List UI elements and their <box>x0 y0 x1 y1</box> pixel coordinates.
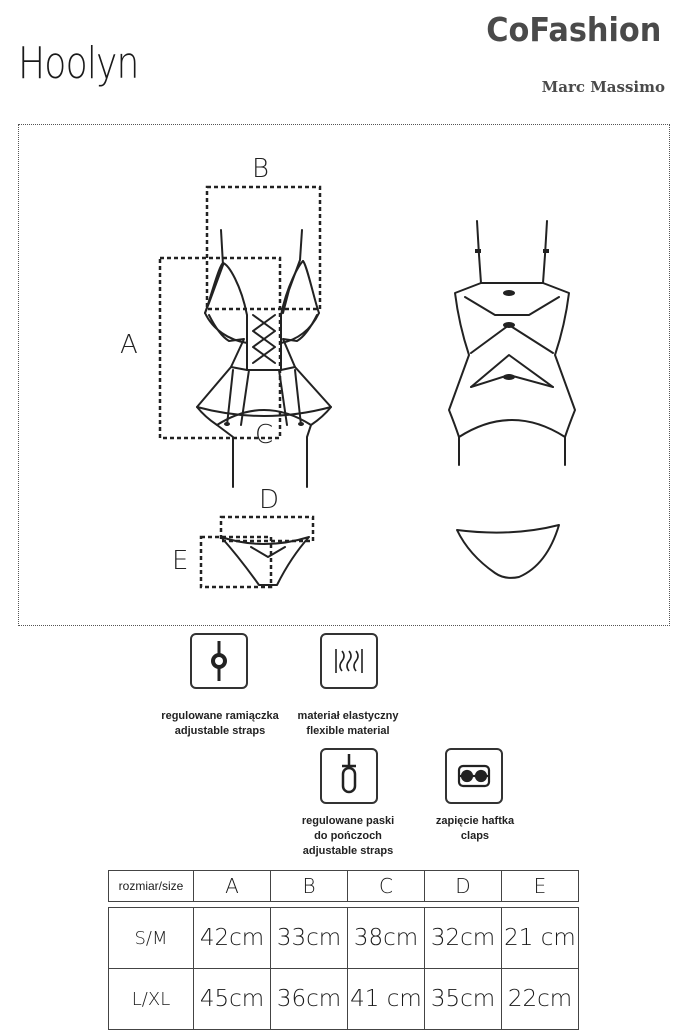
back-panty <box>456 524 560 579</box>
strap-bows <box>224 249 549 426</box>
size-table: rozmiar/size A B C D E S/M 42cm 33cm 38c… <box>108 870 579 1030</box>
hook-clasp-icon <box>445 748 503 804</box>
header-a: A <box>193 870 271 902</box>
measure-b-box <box>205 185 322 311</box>
header-d: D <box>424 870 502 902</box>
header-c: C <box>347 870 425 902</box>
garter-strap-icon <box>320 748 378 804</box>
product-name: Hoolyn <box>18 38 139 89</box>
label-a: A <box>120 330 138 360</box>
label-d: D <box>259 485 279 515</box>
garment-illustration: B A C D E <box>120 154 576 589</box>
label-e: E <box>172 546 188 576</box>
measure-d-box <box>219 515 315 543</box>
table-row: S/M 42cm 33cm 38cm 32cm 21 cm <box>108 907 579 969</box>
table-row: L/XL 45cm 36cm 41 cm 35cm 22cm <box>108 968 579 1030</box>
header-b: B <box>270 870 348 902</box>
back-corset <box>448 220 576 466</box>
front-corset <box>196 229 332 488</box>
header-size: rozmiar/size <box>108 870 194 902</box>
sub-brand: Marc Massimo <box>541 78 665 96</box>
brand-logo: CoFashion <box>485 10 661 49</box>
size-table-header: rozmiar/size A B C D E <box>108 870 579 902</box>
label-c: C <box>255 420 273 450</box>
front-panty <box>220 536 310 586</box>
label-b: B <box>252 154 269 184</box>
adjustable-strap-icon <box>190 633 248 689</box>
measure-a-box <box>158 256 282 440</box>
header-e: E <box>501 870 579 902</box>
measurement-diagram: B A C D E <box>18 124 670 626</box>
flexible-material-icon <box>320 633 378 689</box>
measure-e-box <box>199 535 273 589</box>
